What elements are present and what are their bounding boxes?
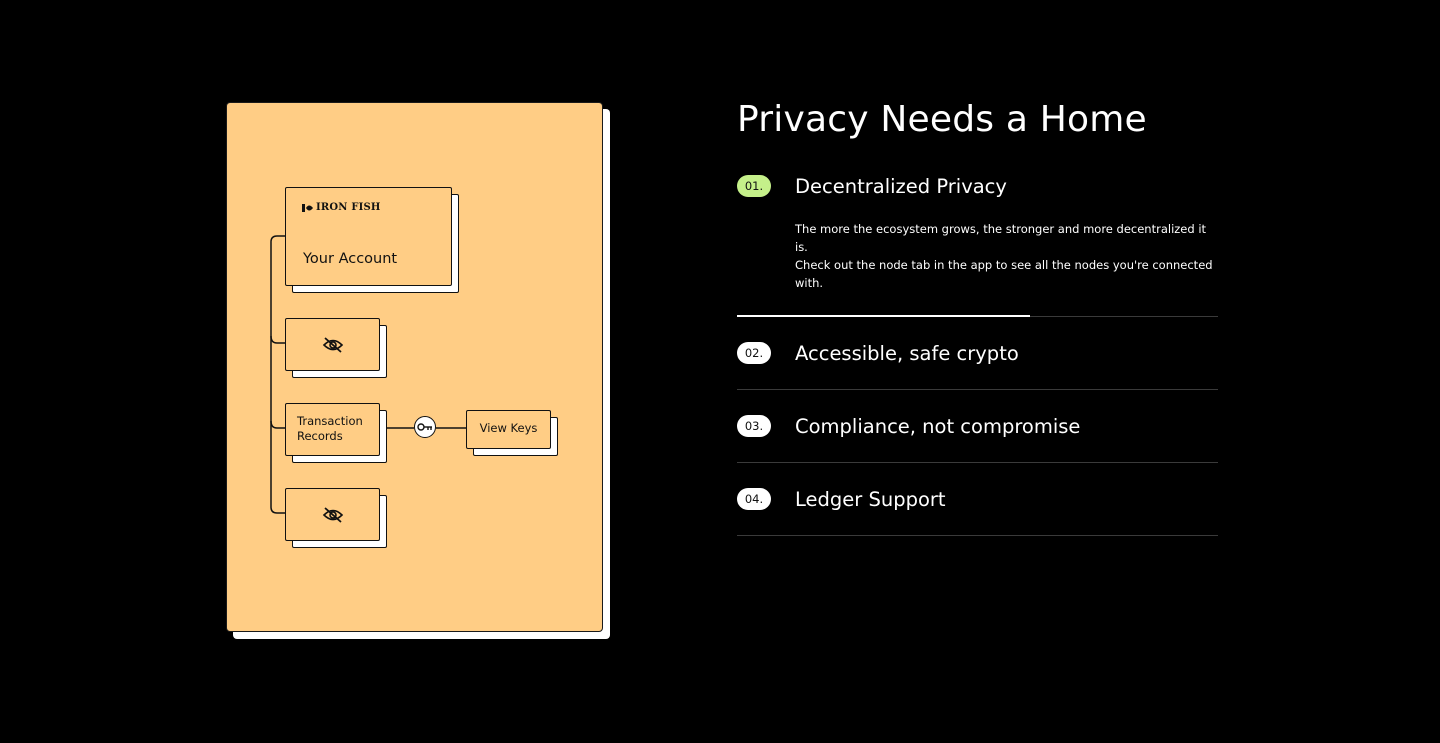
feature-header-compliance[interactable]: 03. Compliance, not compromise <box>737 390 1218 462</box>
iron-fish-logo: IRON FISH <box>302 202 381 213</box>
account-box: IRON FISH Your Account <box>285 187 452 286</box>
logo-text: IRON FISH <box>316 202 381 213</box>
illustration-card: IRON FISH Your Account Transaction Recor… <box>226 102 603 632</box>
view-keys-label: View Keys <box>479 421 538 435</box>
section-headline: Privacy Needs a Home <box>737 99 1147 140</box>
feature-header-accessible-safe-crypto[interactable]: 02. Accessible, safe crypto <box>737 317 1218 389</box>
iron-fish-logo-icon <box>302 203 313 212</box>
view-keys-box: View Keys <box>466 410 551 449</box>
feature-progress-track <box>737 315 1218 317</box>
feature-number-badge: 03. <box>737 415 771 437</box>
feature-number-badge: 04. <box>737 488 771 510</box>
feature-title: Decentralized Privacy <box>795 174 1007 198</box>
feature-title: Accessible, safe crypto <box>795 341 1019 365</box>
feature-title: Ledger Support <box>795 487 946 511</box>
feature-item-compliance: 03. Compliance, not compromise <box>737 390 1218 463</box>
eye-off-icon <box>322 336 343 353</box>
feature-item-accessible-safe-crypto: 02. Accessible, safe crypto <box>737 317 1218 390</box>
hidden-box-2 <box>285 488 380 541</box>
feature-title: Compliance, not compromise <box>795 414 1081 438</box>
transaction-records-label: Transaction Records <box>297 414 363 443</box>
feature-number-badge: 02. <box>737 342 771 364</box>
eye-off-icon <box>322 506 343 523</box>
features-section: Privacy Needs a Home 01. Decentralized P… <box>737 96 1218 536</box>
feature-number-badge: 01. <box>737 175 771 197</box>
account-label: Your Account <box>303 251 398 267</box>
feature-item-decentralized-privacy: 01. Decentralized Privacy The more the e… <box>737 166 1218 317</box>
key-icon <box>417 423 432 431</box>
feature-header-decentralized-privacy[interactable]: 01. Decentralized Privacy <box>737 166 1218 206</box>
transaction-records-box: Transaction Records <box>285 403 380 456</box>
diagram-connectors <box>270 235 466 516</box>
hidden-box-1 <box>285 318 380 371</box>
feature-item-ledger-support: 04. Ledger Support <box>737 463 1218 536</box>
feature-progress-fill <box>737 315 1031 317</box>
key-circle <box>414 416 436 438</box>
feature-header-ledger-support[interactable]: 04. Ledger Support <box>737 463 1218 535</box>
feature-description: The more the ecosystem grows, the strong… <box>795 222 1213 290</box>
